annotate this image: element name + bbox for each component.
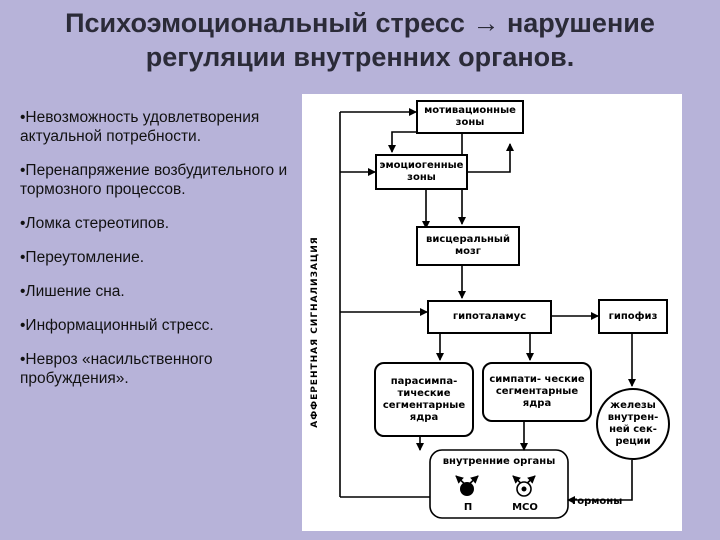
box-motivation: мотивационные зоны bbox=[416, 100, 524, 134]
bullet-item: •Перенапряжение возбудительного и тормоз… bbox=[20, 162, 288, 198]
box-glands: железы внутрен- ней сек- реции bbox=[596, 388, 670, 460]
organ-p-dot bbox=[460, 482, 474, 496]
bullet-item: •Ломка стереотипов. bbox=[20, 215, 170, 232]
organ-p-label: П bbox=[463, 502, 473, 513]
page-title: Психоэмоциональный стресс → нарушение ре… bbox=[65, 8, 655, 72]
arrow-motivation-emotion bbox=[388, 131, 416, 153]
bullet-item: •Невозможность удовлетворения актуальной… bbox=[20, 109, 260, 145]
box-sympathetic: симпати- ческие сегментарные ядра bbox=[482, 362, 592, 422]
bullet-item: •Лишение сна. bbox=[20, 283, 125, 300]
box-hypothalamus: гипоталамус bbox=[427, 300, 552, 334]
box-pituitary: гипофиз bbox=[598, 299, 668, 334]
bullet-list: •Невозможность удовлетворения актуальной… bbox=[20, 108, 290, 403]
hormones-label: гормоны bbox=[572, 496, 623, 507]
box-parasympathetic: парасимпа- тические сегментарные ядра bbox=[374, 362, 474, 437]
regulation-diagram: АФФЕРЕНТНАЯ СИГНАЛИЗАЦИЯ мотивационные з… bbox=[302, 94, 682, 531]
bullet-item: •Переутомление. bbox=[20, 249, 145, 266]
diagram-connectors bbox=[339, 108, 636, 519]
afferent-signal-label: АФФЕРЕНТНАЯ СИГНАЛИЗАЦИЯ bbox=[310, 236, 320, 428]
organ-mso-label: МСО bbox=[512, 502, 538, 513]
arrow-emotion-motivation bbox=[468, 143, 514, 173]
arrow-hormones bbox=[567, 460, 633, 504]
bullet-item: •Невроз «насильственного пробуждения». bbox=[20, 351, 213, 387]
box-visceral: висцеральный мозг bbox=[416, 226, 520, 266]
organs-label: внутренние органы bbox=[442, 456, 556, 467]
box-emotion: эмоциогенные зоны bbox=[375, 154, 468, 190]
bullet-item: •Информационный стресс. bbox=[20, 317, 214, 334]
organs-outline bbox=[429, 449, 569, 519]
